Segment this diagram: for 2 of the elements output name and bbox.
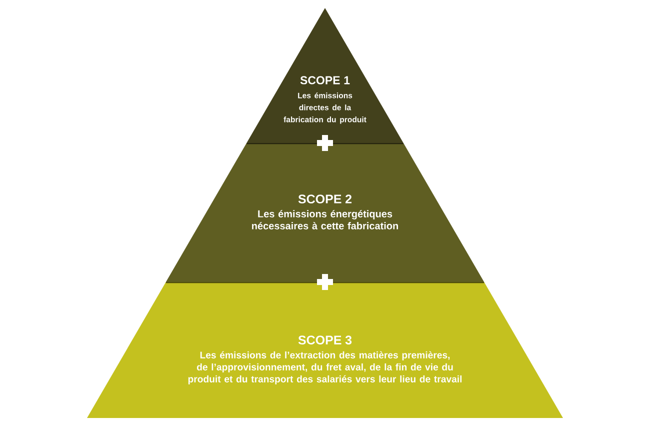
pyramid-band: SCOPE 3 Les émissions de l’extraction des matières premières, de l’approvisionnement, du fret aval, de la fin de vie du produit et du transport des salariés vers leur lieu de travail: [87, 282, 563, 418]
pyramid-band: SCOPE 2 Les émissions énergétiques nécessaires à cette fabrication: [166, 142, 484, 282]
